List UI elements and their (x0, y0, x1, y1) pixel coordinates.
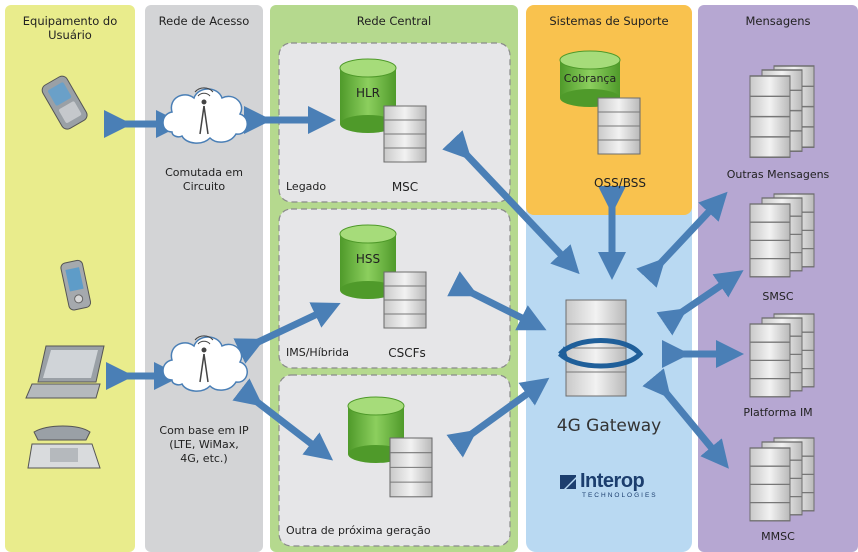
oss-bss-server-icon (597, 97, 641, 155)
ip-cloud (162, 335, 248, 392)
arrow-nextgen-gateway (446, 377, 550, 458)
flip-phone-icon (41, 75, 88, 130)
messaging-column (698, 5, 858, 552)
mmsc-label: MMSC (761, 530, 795, 543)
ip-based-label: Com base em IP (LTE, WiMax, 4G, etc.) (159, 424, 249, 465)
support-systems-header: Sistemas de Suporte (549, 14, 669, 28)
arrow-ip-cscfs (233, 302, 341, 364)
arrow-ip-nextgen (232, 378, 334, 461)
logo-tagline: TECHNOLOGIES (582, 492, 658, 499)
arrow-gateway-other (636, 191, 728, 288)
billing-database-icon (559, 50, 621, 107)
hlr-label: HLR (355, 86, 381, 100)
arrow-gateway-smsc (656, 270, 744, 336)
cscfs-label: CSCFs (388, 346, 426, 360)
gateway-label: 4G Gateway (556, 416, 662, 436)
msc-label: MSC (391, 180, 419, 194)
interop-logo: Interop TECHNOLOGIES (560, 470, 670, 506)
arrow-cscfs-gateway (447, 271, 547, 331)
ims-zone-label: IMS/Híbrida (286, 346, 350, 359)
arrow-msc-gateway (442, 130, 580, 275)
oss-bss-label: OSS/BSS (594, 176, 646, 190)
other-messaging-server-icon (749, 65, 815, 158)
smsc-server-icon (749, 193, 815, 278)
mmsc-server-icon (749, 437, 815, 522)
core-network-header: Rede Central (356, 14, 432, 28)
logo-name: Interop (580, 470, 645, 492)
billing-label: Cobrança (563, 72, 617, 85)
im-platform-label: Platforma IM (743, 406, 813, 419)
circuit-switched-label: Comutada em Circuito (165, 166, 243, 193)
user-equipment-header: Equipamento do Usuário (22, 14, 118, 42)
messaging-header: Mensagens (745, 14, 811, 28)
nextgen-database-icon (347, 396, 405, 463)
nextgen-zone-label: Outra de próxima geração (286, 524, 431, 537)
cscfs-server-icon (383, 271, 427, 329)
gateway-server-icon (558, 299, 644, 397)
smsc-label: SMSC (762, 290, 794, 303)
interop-logo-icon (560, 475, 576, 489)
msc-server-icon (383, 105, 427, 163)
hss-label: HSS (355, 252, 381, 266)
other-messaging-label: Outras Mensagens (726, 168, 830, 181)
access-network-column (145, 5, 263, 552)
access-network-header: Rede de Acesso (158, 14, 250, 28)
laptop-icon (25, 345, 105, 399)
smartphone-icon (60, 259, 92, 311)
nextgen-server-icon (389, 437, 433, 498)
arrow-gateway-mmsc (642, 368, 729, 469)
legacy-zone-label: Legado (286, 180, 327, 193)
circuit-cloud (162, 87, 248, 144)
desk-phone-icon (27, 425, 101, 469)
im-server-icon (749, 313, 815, 398)
